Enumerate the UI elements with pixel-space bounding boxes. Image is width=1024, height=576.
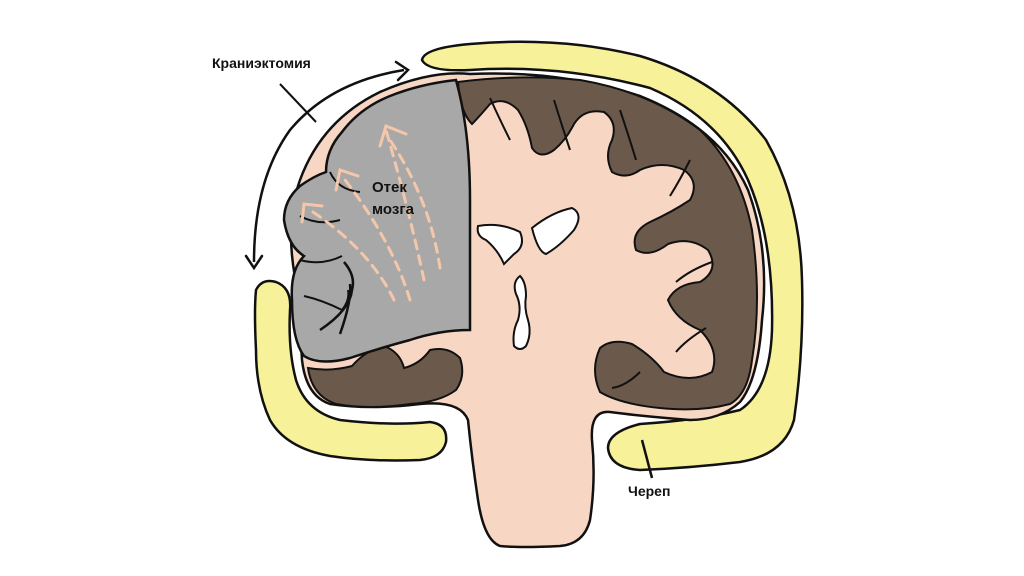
edema-arrowheads (300, 123, 408, 224)
edema-arrow-2 (340, 174, 412, 302)
skull-left-segment (253, 279, 448, 462)
cortex-right (456, 76, 758, 411)
skull (253, 40, 804, 472)
brain-edema-region (282, 78, 472, 363)
edema-arrow-4 (384, 128, 426, 282)
edema-label-line2: мозга (372, 201, 415, 218)
sulci-right (489, 97, 713, 389)
craniectomy-arc (252, 68, 405, 263)
craniectomy-arrowhead-bottom (244, 254, 264, 271)
lateral-ventricle-right (530, 206, 580, 256)
craniectomy-pointer-line (279, 83, 317, 123)
craniectomy-arrowhead-top (394, 60, 410, 82)
skull-pointer-line (640, 439, 654, 479)
edema-label-line1: Отек (372, 179, 407, 196)
arrowhead-3 (378, 123, 408, 148)
skull-right-segment (420, 40, 804, 472)
edema-arrow-1 (308, 208, 396, 302)
ventricles (476, 206, 580, 350)
arrowhead-2 (334, 168, 360, 192)
craniectomy-indicator (244, 60, 410, 271)
edema-arrow-3 (388, 138, 442, 270)
skull-label: Череп (628, 483, 670, 499)
craniectomy-label: Краниэктомия (212, 55, 311, 71)
arrowhead-1 (300, 202, 324, 224)
edema-pressure-arrows (308, 128, 442, 302)
sylvian-fissure (319, 261, 355, 335)
lateral-ventricle-left (476, 223, 523, 266)
edema-sulci (299, 171, 361, 312)
third-ventricle (512, 274, 531, 350)
brain (282, 72, 766, 549)
